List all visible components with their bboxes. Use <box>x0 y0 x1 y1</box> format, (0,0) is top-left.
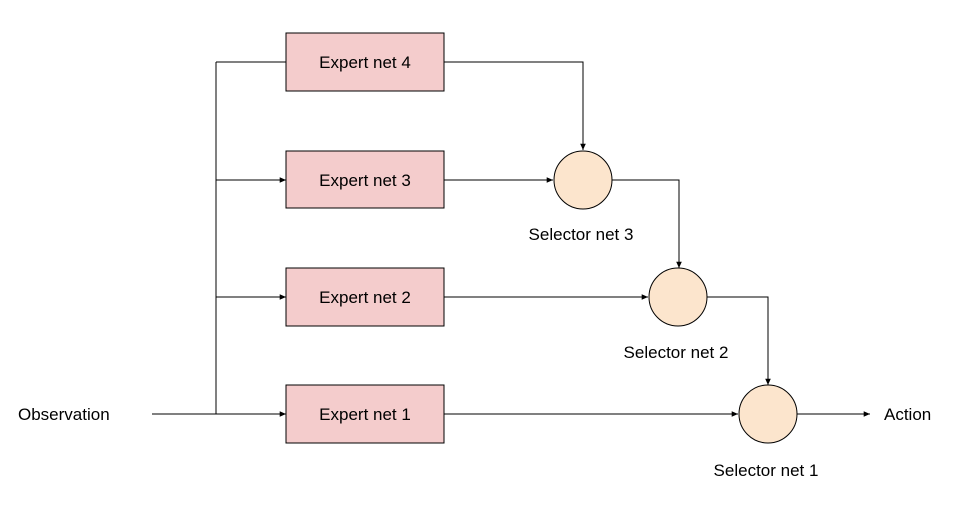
selector-net-1-circle <box>738 384 798 444</box>
expert-net-1-box <box>285 384 445 444</box>
selector-net-1: Selector net 1 <box>714 384 819 480</box>
expert-net-1-label: Expert net 1 <box>319 405 411 424</box>
observation-label: Observation <box>18 405 110 424</box>
expert-net-4: Expert net 4 <box>285 32 445 92</box>
expert-net-2: Expert net 2 <box>285 267 445 327</box>
selector-net-3-circle <box>553 150 613 210</box>
edge-selector-3-to-selector-2 <box>612 179 682 268</box>
expert-net-1: Expert net 1 <box>285 384 445 444</box>
expert-net-3-label: Expert net 3 <box>319 171 411 190</box>
expert-net-4-box <box>285 32 445 92</box>
selector-net-2: Selector net 2 <box>624 267 729 362</box>
action-label: Action <box>884 405 931 424</box>
expert-net-2-label: Expert net 2 <box>319 288 411 307</box>
edge-selector-2-to-selector-1 <box>707 296 771 385</box>
expert-net-4-label: Expert net 4 <box>319 53 411 72</box>
edge-expert-4-to-selector-3 <box>444 61 586 150</box>
expert-net-3: Expert net 3 <box>285 150 445 209</box>
selector-net-1-label: Selector net 1 <box>714 461 819 480</box>
selector-net-2-circle <box>648 267 708 327</box>
selector-net-3-label: Selector net 3 <box>529 225 634 244</box>
selector-net-2-label: Selector net 2 <box>624 343 729 362</box>
selector-net-3: Selector net 3 <box>529 150 634 244</box>
